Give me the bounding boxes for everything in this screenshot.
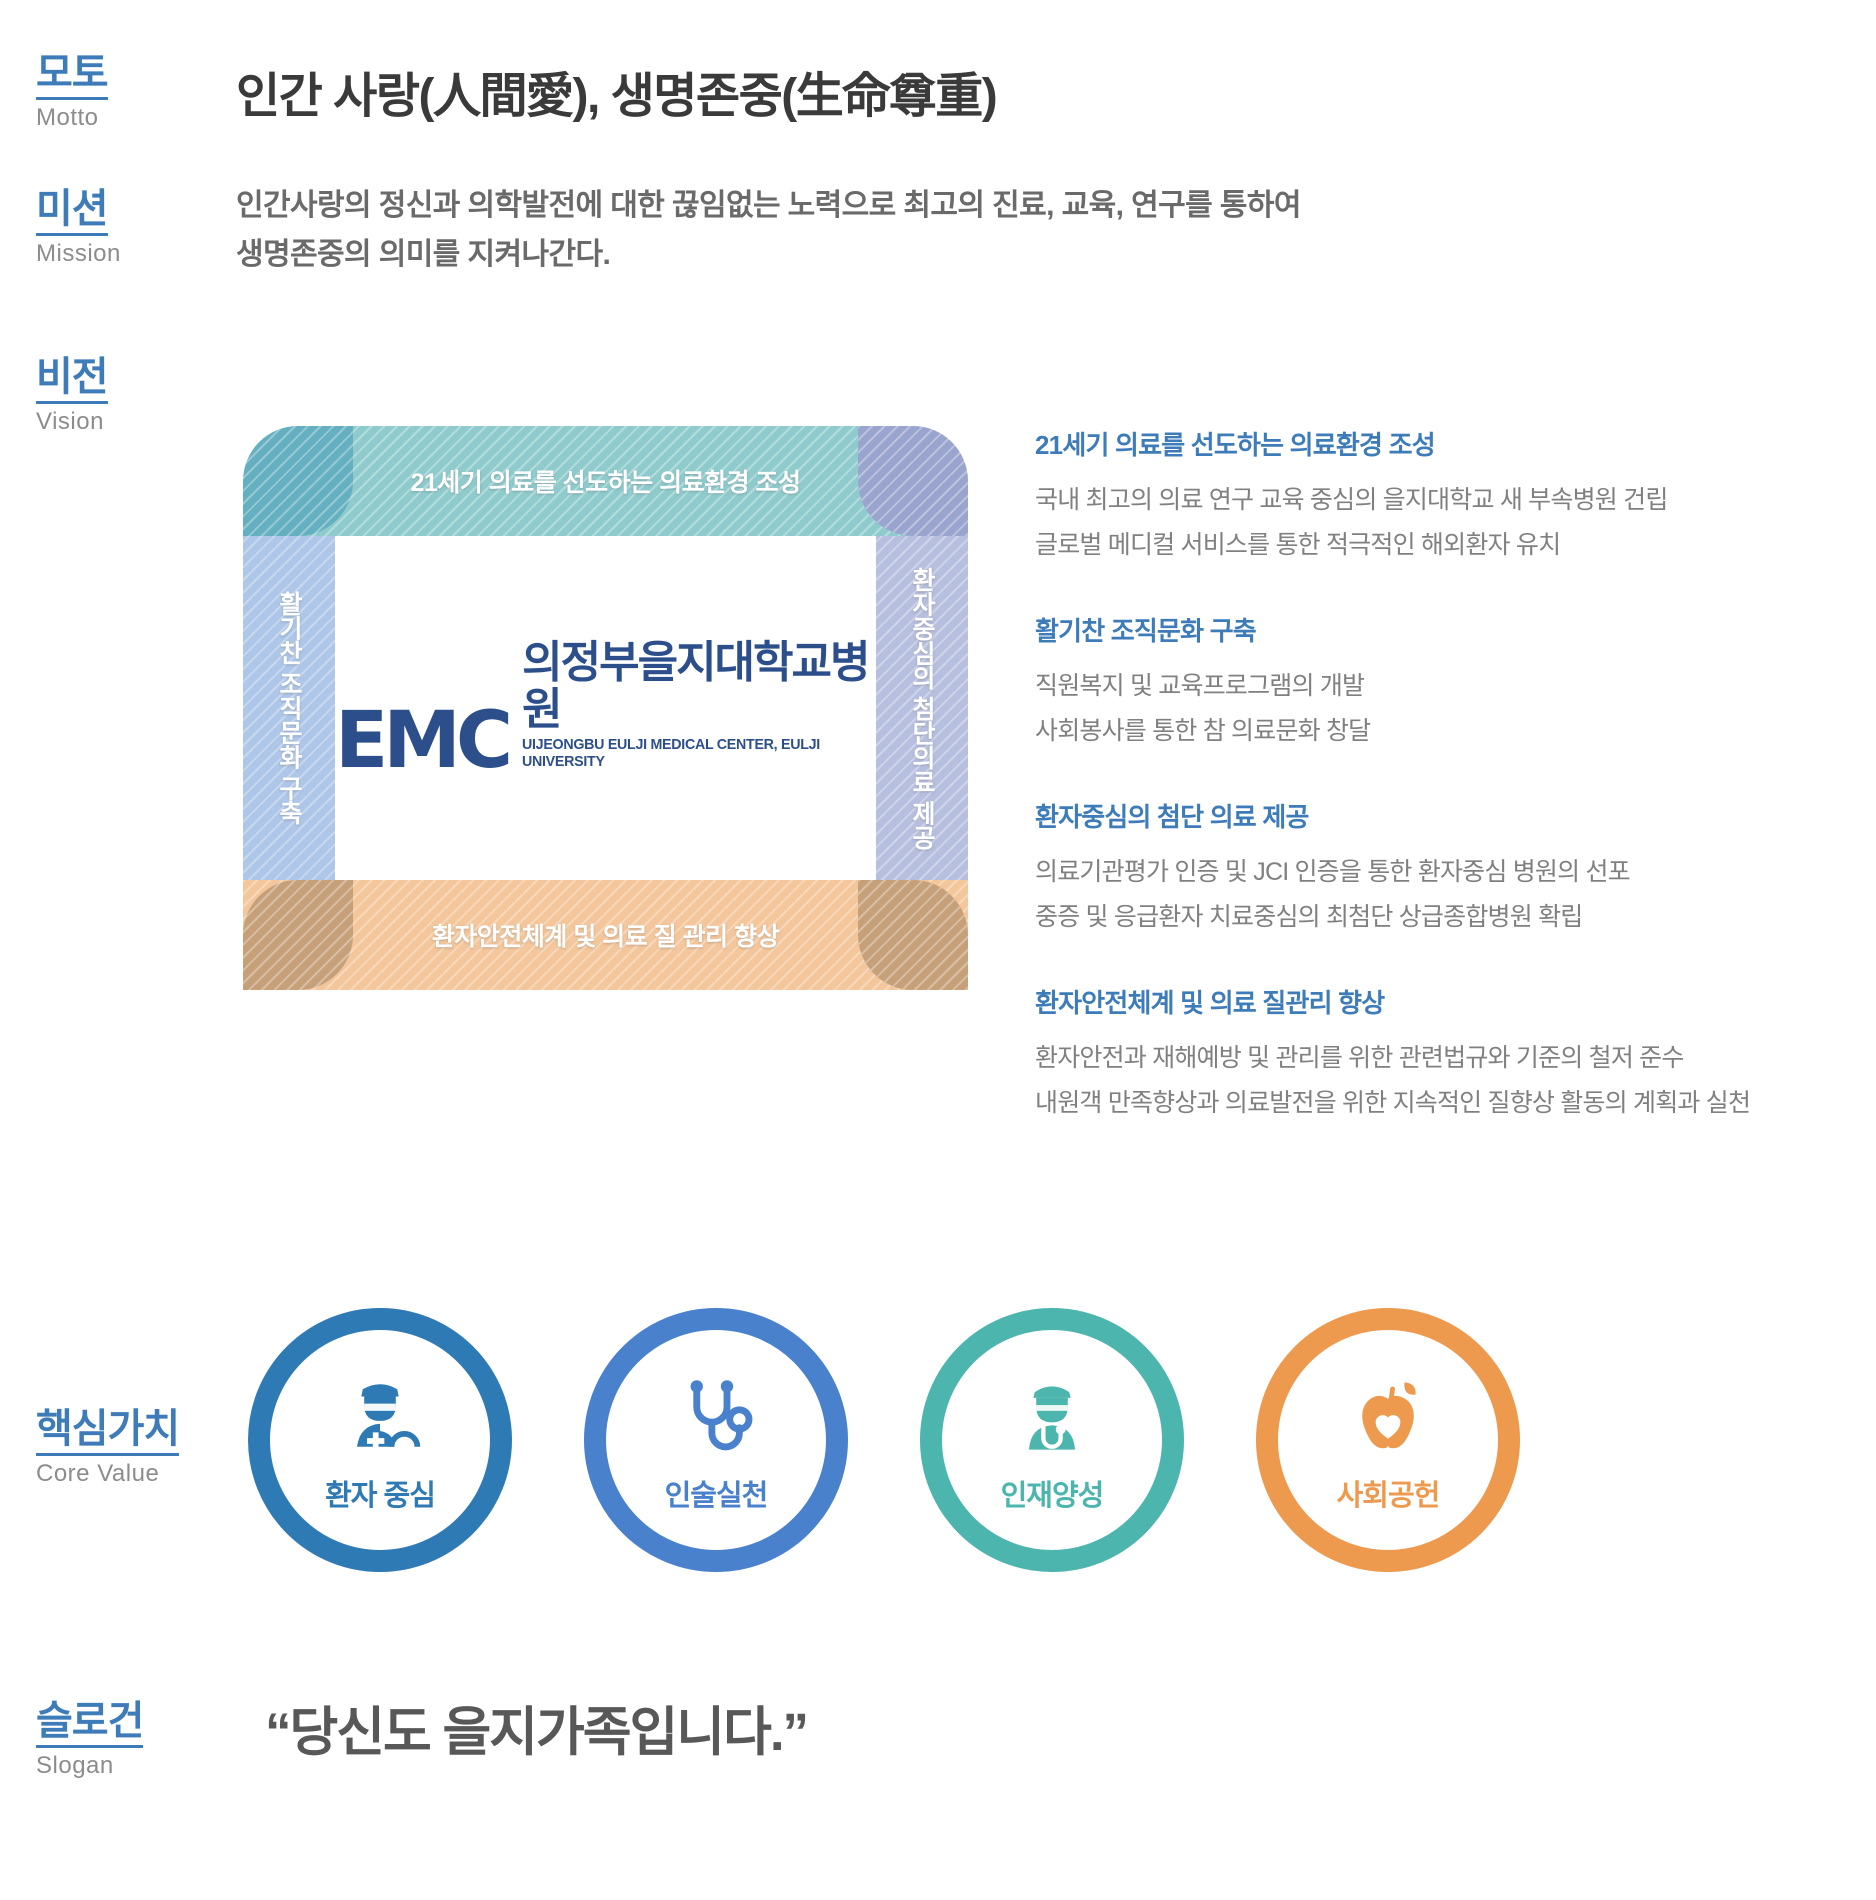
motto-label-ko: 모토 — [36, 51, 109, 101]
doctor-nurse-icon — [328, 1366, 432, 1470]
logo-english-name: UIJEONGBU EULJI MEDICAL CENTER, EULJI UN… — [522, 735, 821, 770]
motto-label-en: Motto — [36, 104, 99, 132]
motto-statement: 인간 사랑(人間愛), 생명존중(生命尊重) — [236, 70, 998, 123]
vision-band-bottom-label: 환자안전체계 및 의료 질 관리 향상 — [431, 923, 780, 951]
core-value-label: 사회공헌 — [1336, 1480, 1441, 1512]
doctor-icon — [1000, 1366, 1104, 1470]
corner-accent-bottom-right — [858, 880, 968, 990]
vision-group-item: 국내 최고의 의료 연구 교육 중심의 을지대학교 새 부속병원 건립 — [1035, 486, 1668, 514]
vision-band-top-label: 21세기 의료를 선도하는 의료환경 조성 — [410, 469, 801, 497]
mission-line-2: 생명존중의 의미를 지켜나간다. — [236, 237, 611, 271]
core-value-item-patient-centered[interactable]: 환자 중심 — [248, 1308, 512, 1572]
vision-band-left-label: 활기찬 조직문화 구축 — [275, 591, 303, 825]
vision-group-title: 환자안전체계 및 의료 질관리 향상 — [1035, 988, 1385, 1018]
vision-group-item: 글로벌 메디컬 서비스를 통한 적극적인 해외환자 유치 — [1035, 530, 1561, 559]
vision-band-bottom — [243, 880, 968, 990]
vision-group-item: 사회봉사를 통한 참 의료문화 창달 — [1035, 716, 1371, 745]
core-value-label: 인술실천 — [664, 1480, 769, 1512]
vision-band-top — [243, 426, 968, 536]
corner-accent-bottom-left — [243, 880, 353, 990]
logo-korean-name: 의정부을지대학교병원 — [522, 638, 870, 734]
mission-label-group: 미션 Mission — [36, 187, 236, 269]
mission-label-en: Mission — [36, 240, 121, 268]
core-value-label-en: Core Value — [36, 1460, 160, 1488]
slogan-label-group: 슬로건 Slogan — [36, 1699, 236, 1781]
vision-group-title: 활기찬 조직문화 구축 — [1035, 616, 1257, 646]
apple-heart-icon — [1336, 1366, 1440, 1470]
vision-group-item: 내원객 만족향상과 의료발전을 위한 지속적인 질향상 활동의 계획과 실천 — [1035, 1088, 1751, 1117]
core-value-label-group: 핵심가치 Core Value — [36, 1407, 236, 1489]
vision-group-title: 21세기 의료를 선도하는 의료환경 조성 — [1035, 430, 1436, 460]
core-value-label: 인재양성 — [1000, 1480, 1105, 1512]
vision-group-item: 의료기관평가 인증 및 JCI 인증을 통한 환자중심 병원의 선포 — [1035, 858, 1631, 886]
core-value-label: 환자 중심 — [325, 1480, 436, 1512]
logo-mark-emc: EMC — [335, 695, 513, 786]
vision-detail-list: 21세기 의료를 선도하는 의료환경 조성 국내 최고의 의료 연구 교육 중심… — [1035, 425, 1855, 1125]
mission-line-1: 인간사랑의 정신과 의학발전에 대한 끊임없는 노력으로 최고의 진료, 교육,… — [236, 189, 1301, 222]
mission-label-ko: 미션 — [36, 187, 109, 237]
vision-group: 활기찬 조직문화 구축 직원복지 및 교육프로그램의 개발 사회봉사를 통한 참… — [1035, 611, 1855, 753]
vision-group: 환자중심의 첨단 의료 제공 의료기관평가 인증 및 JCI 인증을 통한 환자… — [1035, 797, 1855, 939]
vision-label-group: 비전 Vision — [36, 355, 236, 437]
vision-group-title: 환자중심의 첨단 의료 제공 — [1035, 802, 1309, 832]
stethoscope-icon — [664, 1366, 768, 1470]
core-value-item-talent-development[interactable]: 인재양성 — [920, 1308, 1184, 1572]
slogan-statement: “당신도 을지가족입니다.” — [265, 1703, 809, 1762]
vision-diagram: 21세기 의료를 선도하는 의료환경 조성 환자안전체계 및 의료 질 관리 향… — [243, 426, 968, 990]
corner-accent-top-left — [243, 426, 353, 536]
slogan-label-en: Slogan — [36, 1752, 114, 1780]
vision-group-item: 중증 및 응급환자 치료중심의 최첨단 상급종합병원 확립 — [1035, 902, 1583, 931]
vision-group: 21세기 의료를 선도하는 의료환경 조성 국내 최고의 의료 연구 교육 중심… — [1035, 425, 1855, 567]
diagram-inner-panel — [335, 536, 876, 880]
vision-label-en: Vision — [36, 408, 104, 436]
hospital-logo: EMC 의정부을지대학교병원 UIJEONGBU EULJI MEDICAL C… — [335, 536, 876, 880]
vision-group-item: 직원복지 및 교육프로그램의 개발 — [1035, 672, 1365, 700]
core-value-item-social-contribution[interactable]: 사회공헌 — [1256, 1308, 1520, 1572]
motto-label-group: 모토 Motto — [36, 51, 236, 133]
vision-band-right-label: 환자중심의 첨단의료 제공 — [908, 566, 936, 850]
mission-statement: 인간사랑의 정신과 의학발전에 대한 끊임없는 노력으로 최고의 진료, 교육,… — [236, 182, 1301, 279]
slogan-label-ko: 슬로건 — [36, 1699, 144, 1749]
vision-group-item: 환자안전과 재해예방 및 관리를 위한 관련법규와 기준의 철저 준수 — [1035, 1044, 1684, 1072]
vision-group: 환자안전체계 및 의료 질관리 향상 환자안전과 재해예방 및 관리를 위한 관… — [1035, 983, 1855, 1125]
core-value-circles: 환자 중심 인술실천 — [248, 1308, 1520, 1572]
core-value-label-ko: 핵심가치 — [36, 1407, 180, 1457]
core-value-item-medical-practice[interactable]: 인술실천 — [584, 1308, 848, 1572]
vision-label-ko: 비전 — [36, 355, 109, 405]
corner-accent-top-right — [858, 426, 968, 536]
